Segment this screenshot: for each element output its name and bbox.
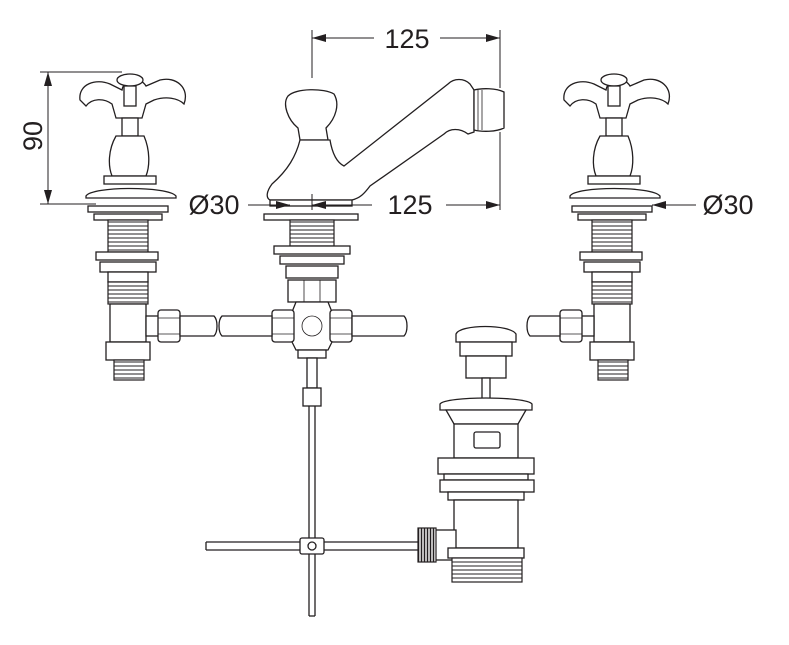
left-cross-handle-tap: [79, 73, 218, 381]
dimension-right-diameter: Ø30: [652, 190, 754, 220]
right-handle-cap: [600, 73, 628, 87]
left-tap-body: [108, 135, 150, 177]
height-label: 90: [18, 121, 48, 151]
spout-reach-label: 125: [387, 190, 432, 220]
spout-nozzle: [473, 88, 505, 132]
right-rosette: [569, 187, 661, 199]
center-hex-nut: [287, 279, 337, 303]
left-diameter-label: Ø30: [188, 190, 239, 220]
pop-up-pull-rod: [306, 357, 318, 389]
spout-lever: [284, 89, 338, 141]
pop-up-waste-assembly: [205, 325, 535, 583]
waste-plug-head: [455, 325, 517, 343]
center-spout-assembly: [218, 78, 505, 617]
top-width-label: 125: [384, 24, 429, 54]
left-handle-cap: [116, 73, 144, 87]
right-tap-body: [592, 135, 634, 177]
right-cross-handle-tap: [526, 73, 670, 381]
dimension-left-diameter: Ø30: [188, 190, 290, 220]
dimension-spout-reach: 125: [311, 132, 501, 220]
right-supply-pipe: [351, 315, 408, 337]
dimension-top-width: 125: [311, 24, 501, 88]
dimension-height: 90: [18, 71, 122, 205]
left-rosette: [85, 187, 177, 199]
left-supply-pipe: [218, 315, 273, 337]
bidet-spout-body: [266, 78, 475, 201]
right-diameter-label: Ø30: [702, 190, 753, 220]
pivot-knurled-nut: [417, 527, 437, 563]
waste-tail-thread: [451, 557, 523, 583]
